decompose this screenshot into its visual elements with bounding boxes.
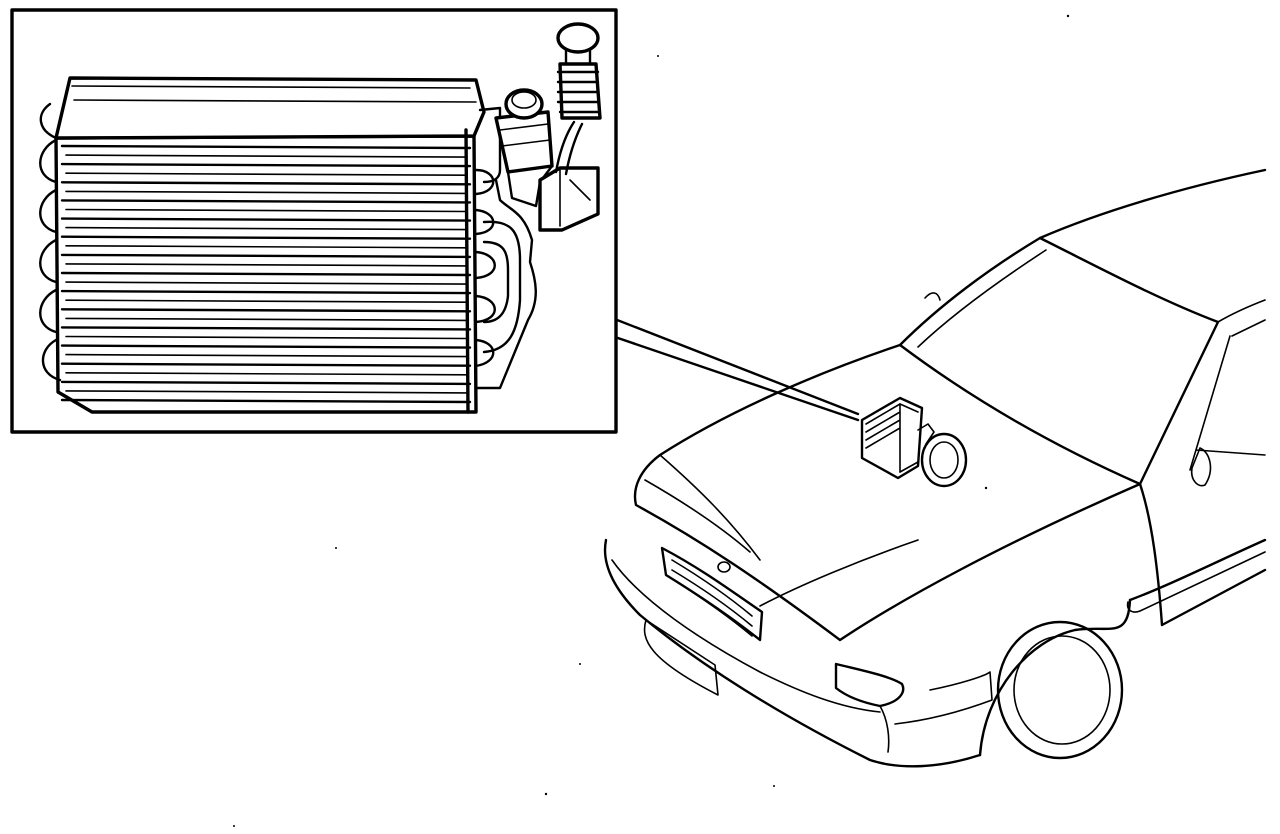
evaporator-tube [60, 362, 472, 367]
evaporator-tubes [60, 144, 472, 404]
expansion-valve-block [494, 110, 554, 174]
evaporator-tube [60, 344, 472, 349]
callout-leader [610, 316, 860, 422]
evaporator-left-bends [39, 102, 62, 382]
evaporator-fin-line [65, 390, 467, 394]
evaporator-tube [60, 380, 472, 386]
evaporator-fin-line [65, 226, 467, 231]
print-specks [233, 14, 1070, 827]
car-wheel-arch [978, 598, 1132, 757]
evaporator-tube [60, 271, 472, 277]
evaporator-fin-line [65, 372, 467, 376]
evaporator-fin-line [65, 281, 467, 285]
evaporator-fin-line [65, 299, 467, 303]
evaporator-tube [60, 181, 472, 186]
car-bonnet-left-edge [644, 479, 751, 553]
evaporator-tube [60, 289, 472, 295]
car-body-side [1128, 482, 1267, 627]
car-indicator [879, 671, 993, 753]
evaporator-fin-line [65, 208, 467, 213]
evaporator-tube [60, 199, 472, 204]
evaporator-fin-line [65, 190, 467, 195]
car-front-wheel-rim [1013, 635, 1111, 745]
evaporator-fin-line [65, 245, 467, 249]
sensing-bulb-bracket [538, 166, 600, 232]
evaporator-in-car [860, 396, 968, 488]
evaporator-fin-line [65, 263, 467, 267]
evaporator-fin-line [65, 335, 467, 340]
evaporator-top-plate [54, 76, 486, 140]
evaporator-fin-line [65, 172, 467, 176]
car-bonnet [633, 343, 1142, 642]
evaporator-tube [60, 217, 472, 222]
evaporator-fin-line [65, 154, 467, 158]
car-windshield-inner [917, 249, 1047, 348]
car-wiper [924, 292, 941, 301]
evaporator-tube [60, 235, 472, 240]
evaporator-fin-line [65, 317, 467, 322]
car-front-wheel [996, 620, 1124, 760]
valve-cap [504, 88, 544, 120]
car-windshield [898, 236, 1220, 486]
capillary-tube [554, 120, 584, 176]
car-bumper-lower [643, 619, 719, 696]
evaporator-pipe-connector [920, 432, 968, 488]
car-bumper-strip [611, 559, 881, 713]
car-side-moulding [1126, 551, 1266, 613]
car-headlamp [834, 662, 905, 708]
evaporator-tube [60, 144, 472, 150]
car-outline [603, 168, 1267, 768]
evaporator-tube [60, 398, 472, 404]
evaporator-tube [60, 253, 472, 259]
evaporator-detail-inset [10, 8, 618, 434]
car-bonnet-crease [659, 454, 919, 607]
evaporator-tube [60, 326, 472, 331]
car-front-bumper [603, 538, 982, 768]
car-side-window [1189, 299, 1266, 471]
evaporator-end-plate [464, 128, 470, 414]
evaporator-tube [60, 162, 472, 168]
evaporator-fin-line [65, 353, 467, 358]
car-badge-icon [717, 561, 731, 573]
car-roof [1038, 168, 1267, 240]
car-door-mirror [1190, 447, 1212, 487]
sensing-bulb [556, 22, 602, 120]
car-grille-slats [671, 559, 753, 637]
car-grille [660, 546, 764, 642]
evaporator-tube [60, 308, 472, 313]
evaporator-pipework [474, 106, 537, 390]
